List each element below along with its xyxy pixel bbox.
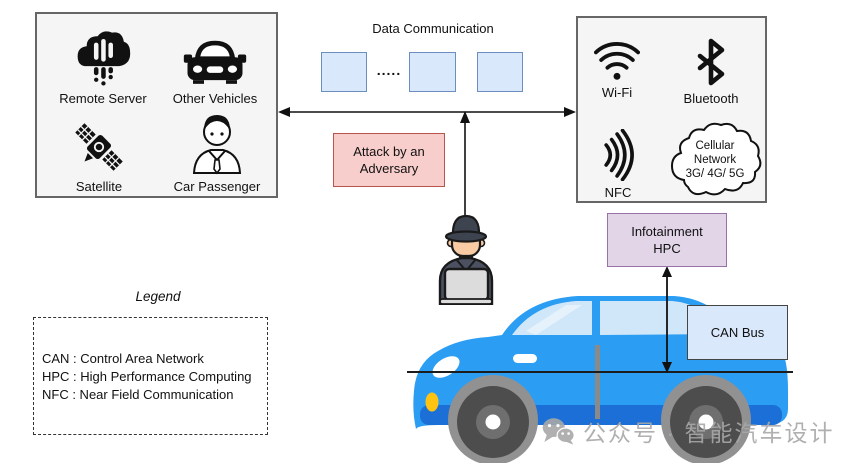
legend-entry-can: CAN : Control Area Network bbox=[42, 351, 204, 366]
data-packet bbox=[409, 52, 456, 92]
infotainment-canbus-arrow bbox=[662, 266, 672, 373]
infotainment-hpc-box: Infotainment HPC bbox=[607, 213, 727, 267]
legend-entries: CAN : Control Area Network HPC : High Pe… bbox=[42, 350, 252, 404]
attack-label-line1: Attack by an bbox=[353, 144, 425, 159]
watermark: 公众号 · 智能汽车设计 bbox=[541, 414, 834, 448]
data-packet bbox=[477, 52, 523, 92]
bluetooth-icon bbox=[697, 38, 725, 86]
legend-entry-nfc: NFC : Near Field Communication bbox=[42, 387, 234, 402]
other-vehicles-label: Other Vehicles bbox=[172, 91, 258, 106]
car-front-icon bbox=[183, 40, 247, 84]
infotainment-label-line2: HPC bbox=[653, 241, 681, 256]
attack-label-line2: Adversary bbox=[359, 161, 419, 176]
nfc-label: NFC bbox=[604, 185, 632, 200]
external-network-panel: Remote Server Other Vehicles bbox=[35, 12, 278, 198]
passenger-icon bbox=[192, 115, 242, 175]
wifi-icon bbox=[594, 42, 640, 80]
legend-box: CAN : Control Area Network HPC : High Pe… bbox=[33, 317, 268, 435]
satellite-icon bbox=[75, 123, 123, 171]
legend-entry-hpc: HPC : High Performance Computing bbox=[42, 369, 252, 384]
car-passenger-label: Car Passenger bbox=[173, 179, 261, 194]
nfc-item: NFC bbox=[578, 118, 658, 200]
remote-server-label: Remote Server bbox=[59, 91, 147, 106]
cellular-network-text: Cellular Network 3G/ 4G/ 5G bbox=[685, 140, 745, 180]
adversary-hacker-icon bbox=[438, 214, 494, 305]
satellite-item: Satellite bbox=[41, 110, 157, 194]
satellite-label: Satellite bbox=[75, 179, 123, 194]
legend-title: Legend bbox=[135, 289, 181, 304]
can-bus-label: CAN Bus bbox=[710, 325, 765, 340]
packet-ellipsis: ..... bbox=[376, 62, 402, 78]
can-bus-box: CAN Bus bbox=[687, 305, 788, 360]
adversary-attack-arrow bbox=[460, 111, 470, 215]
data-communication-title: Data Communication bbox=[372, 21, 494, 36]
other-vehicles-item: Other Vehicles bbox=[157, 22, 273, 106]
data-packet bbox=[321, 52, 367, 92]
can-bus-line bbox=[407, 371, 793, 373]
bluetooth-label: Bluetooth bbox=[683, 91, 739, 106]
wechat-icon bbox=[542, 418, 575, 445]
attack-box: Attack by an Adversary bbox=[333, 133, 445, 187]
wifi-label: Wi-Fi bbox=[601, 85, 633, 100]
watermark-text: 公众号 · 智能汽车设计 bbox=[583, 420, 835, 446]
infotainment-label-line1: Infotainment bbox=[631, 224, 703, 239]
wifi-item: Wi-Fi bbox=[578, 28, 656, 100]
bluetooth-item: Bluetooth bbox=[666, 26, 756, 106]
remote-server-item: Remote Server bbox=[45, 22, 161, 106]
cellular-cloud-icon bbox=[670, 122, 762, 196]
cellular-network-item: Cellular Network 3G/ 4G/ 5G bbox=[664, 118, 766, 202]
car-passenger-item: Car Passenger bbox=[159, 106, 275, 194]
nfc-icon bbox=[604, 129, 634, 181]
communication-channel-arrow bbox=[278, 107, 576, 117]
cloud-server-icon bbox=[77, 31, 131, 86]
wireless-interfaces-panel: Wi-Fi Bluetooth NFC Cellular Network bbox=[576, 16, 767, 203]
